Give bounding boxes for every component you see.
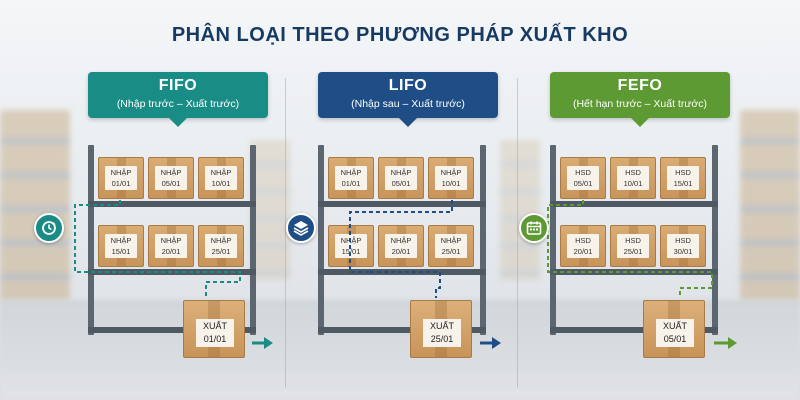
rack-shelf	[88, 327, 256, 333]
rack-post	[480, 145, 486, 335]
box-label-type: NHẬP	[210, 168, 232, 177]
box-label-date: 20/01	[161, 247, 181, 256]
rack-shelf	[318, 201, 486, 207]
stock-box: NHẬP 25/01	[198, 225, 244, 267]
box-label-type: HSD	[675, 236, 691, 245]
lifo-banner: LIFO (Nhập sau – Xuất trước)	[318, 72, 498, 127]
box-label-date: 15/01	[341, 247, 361, 256]
rack-post	[88, 145, 94, 335]
stock-box: HSD 20/01	[560, 225, 606, 267]
box-label-date: 05/01	[573, 179, 593, 188]
stock-box: NHẬP 20/01	[378, 225, 424, 267]
output-label-type: XUẤT	[429, 321, 454, 331]
box-label-type: NHẬP	[440, 236, 462, 245]
stock-box: NHẬP 05/01	[378, 157, 424, 199]
box-label-type: NHẬP	[160, 168, 182, 177]
fefo-banner: FEFO (Hết hạn trước – Xuất trước)	[550, 72, 730, 127]
lifo-output-box: XUẤT 25/01	[410, 300, 472, 358]
stock-box: HSD 30/01	[660, 225, 706, 267]
method-subtitle: (Nhập sau – Xuất trước)	[351, 98, 465, 110]
box-label-type: NHẬP	[340, 168, 362, 177]
stock-box: NHẬP 15/01	[98, 225, 144, 267]
box-label-type: NHẬP	[390, 236, 412, 245]
box-label-date: 10/01	[623, 179, 643, 188]
rack-post	[712, 145, 718, 335]
box-label-type: NHẬP	[160, 236, 182, 245]
box-label-date: 30/01	[673, 247, 693, 256]
fefo-rack: HSD 05/01 HSD 10/01 HSD 15/01 HSD 20/01 HSD 2…	[550, 145, 718, 335]
stock-box: NHẬP 10/01	[428, 157, 474, 199]
background-rack-right	[740, 110, 800, 300]
box-label-date: 25/01	[211, 247, 231, 256]
stock-box: HSD 15/01	[660, 157, 706, 199]
page-title: PHÂN LOẠI THEO PHƯƠNG PHÁP XUẤT KHO	[171, 24, 629, 46]
stock-box: NHẬP 05/01	[148, 157, 194, 199]
stock-box: NHẬP 20/01	[148, 225, 194, 267]
box-label-date: 10/01	[211, 179, 231, 188]
box-label-date: 25/01	[441, 247, 461, 256]
fifo-output-box: XUẤT 01/01	[183, 300, 245, 358]
fifo-banner: FIFO (Nhập trước – Xuất trước)	[88, 72, 268, 127]
stock-box: NHẬP 25/01	[428, 225, 474, 267]
calendar-icon	[519, 213, 549, 243]
method-subtitle: (Nhập trước – Xuất trước)	[116, 98, 240, 110]
box-label-type: HSD	[575, 168, 591, 177]
stock-box: NHẬP 01/01	[328, 157, 374, 199]
box-label-type: NHẬP	[390, 168, 412, 177]
stock-box: HSD 05/01	[560, 157, 606, 199]
background-rack-mid-left	[250, 140, 290, 280]
background-rack-left	[0, 110, 70, 300]
background-rack-mid-right	[500, 140, 540, 280]
box-label-type: NHẬP	[210, 236, 232, 245]
box-label-date: 01/01	[111, 179, 131, 188]
method-name: FEFO	[617, 77, 663, 94]
rack-shelf	[550, 327, 718, 333]
fefo-output-box: XUẤT 05/01	[643, 300, 705, 358]
output-label-type: XUẤT	[202, 321, 227, 331]
column-divider-1	[285, 78, 286, 388]
box-label-date: 05/01	[161, 179, 181, 188]
rack-post	[550, 145, 556, 335]
column-divider-2	[517, 78, 518, 388]
stock-box: HSD 25/01	[610, 225, 656, 267]
output-label-date: 05/01	[663, 334, 687, 344]
box-label-type: HSD	[625, 236, 641, 245]
method-name: LIFO	[388, 77, 428, 94]
box-label-date: 01/01	[341, 179, 361, 188]
rack-shelf	[318, 327, 486, 333]
stock-box: NHẬP 01/01	[98, 157, 144, 199]
box-label-date: 10/01	[441, 179, 461, 188]
rack-shelf	[88, 201, 256, 207]
box-label-type: NHẬP	[110, 168, 132, 177]
box-label-type: HSD	[625, 168, 641, 177]
method-subtitle: (Hết hạn trước – Xuất trước)	[572, 98, 708, 110]
box-label-date: 05/01	[391, 179, 411, 188]
box-label-date: 15/01	[673, 179, 693, 188]
output-label-type: XUẤT	[662, 321, 687, 331]
box-label-date: 20/01	[391, 247, 411, 256]
rack-post	[250, 145, 256, 335]
stock-box: NHẬP 10/01	[198, 157, 244, 199]
box-label-date: 15/01	[111, 247, 131, 256]
box-label-date: 25/01	[623, 247, 643, 256]
box-label-date: 20/01	[573, 247, 593, 256]
stock-box: HSD 10/01	[610, 157, 656, 199]
rack-post	[318, 145, 324, 335]
box-label-type: HSD	[675, 168, 691, 177]
method-name: FIFO	[158, 77, 198, 94]
box-label-type: NHẬP	[440, 168, 462, 177]
output-label-date: 25/01	[430, 334, 454, 344]
box-label-type: NHẬP	[110, 236, 132, 245]
rack-shelf	[550, 201, 718, 207]
clock-cycle-icon	[34, 213, 64, 243]
box-label-type: HSD	[575, 236, 591, 245]
layers-icon	[286, 213, 316, 243]
output-label-date: 01/01	[203, 334, 227, 344]
